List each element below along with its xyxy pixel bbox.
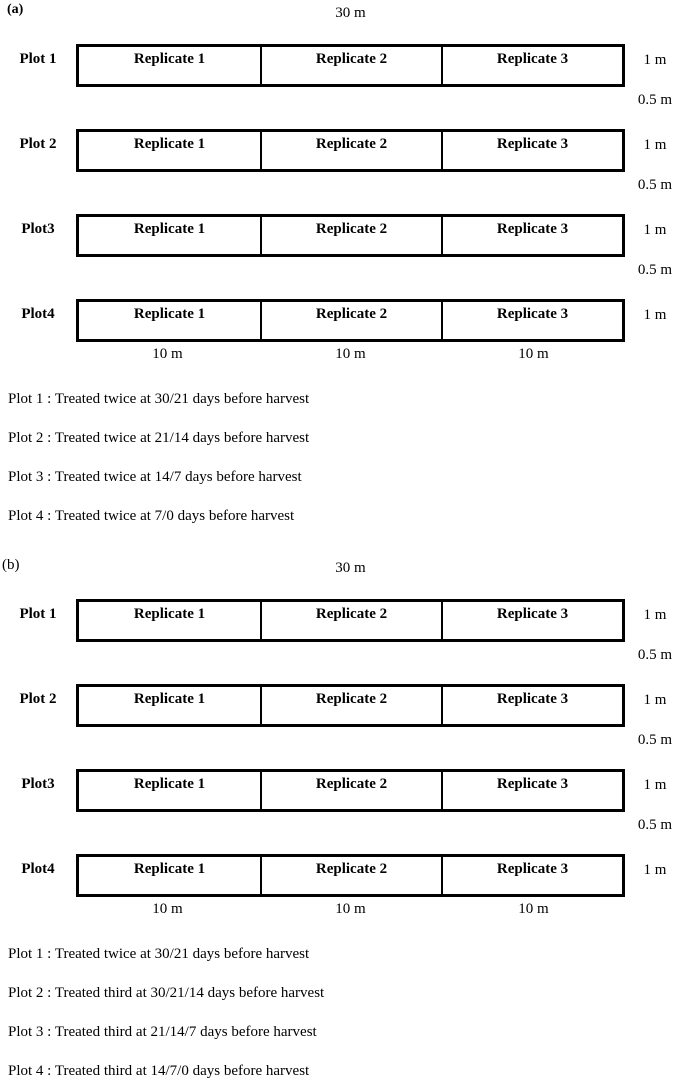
replicate-cell: Replicate 3 bbox=[441, 857, 622, 894]
replicate-cell: Replicate 3 bbox=[441, 217, 622, 254]
cell-width-label: 10 m bbox=[518, 901, 549, 917]
cell-width-labels: 10 m 10 m 10 m bbox=[0, 342, 685, 362]
row-height-label: 1 m bbox=[643, 222, 667, 238]
plot-label: Plot 2 bbox=[19, 691, 57, 707]
row-height-label: 1 m bbox=[643, 137, 667, 153]
row-height-label: 1 m bbox=[643, 862, 667, 878]
plot-row: Plot3 Replicate 1 Replicate 2 Replicate … bbox=[0, 214, 685, 257]
plot-row: Plot 2 Replicate 1 Replicate 2 Replicate… bbox=[0, 684, 685, 727]
plot-label: Plot 1 bbox=[19, 606, 57, 622]
cell-width-label: 10 m bbox=[152, 346, 183, 362]
legend-line: Plot 3 : Treated third at 21/14/7 days b… bbox=[8, 1024, 317, 1040]
replicate-cell: Replicate 1 bbox=[133, 691, 206, 707]
cell-width-label: 10 m bbox=[518, 346, 549, 362]
row-height-label: 1 m bbox=[643, 52, 667, 68]
replicate-cell: Replicate 3 bbox=[441, 47, 622, 84]
plot-box: Replicate 1 Replicate 2 Replicate 3 bbox=[76, 299, 625, 342]
plot-label: Plot4 bbox=[21, 861, 55, 877]
cell-width-label: 10 m bbox=[152, 901, 183, 917]
legend-line: Plot 3 : Treated twice at 14/7 days befo… bbox=[8, 469, 302, 485]
gap-height-label: 0.5 m bbox=[637, 817, 673, 833]
row-height-label: 1 m bbox=[643, 307, 667, 323]
replicate-cell: Replicate 3 bbox=[441, 772, 622, 809]
row-height-label: 1 m bbox=[643, 777, 667, 793]
replicate-cell: Replicate 3 bbox=[441, 687, 622, 724]
gap-height-label: 0.5 m bbox=[637, 177, 673, 193]
replicate-cell: Replicate 1 bbox=[133, 776, 206, 792]
legend-line: Plot 2 : Treated third at 30/21/14 days … bbox=[8, 985, 325, 1001]
panel-b-header: (b) 30 m bbox=[0, 555, 685, 599]
plot-box: Replicate 1 Replicate 2 Replicate 3 bbox=[76, 44, 625, 87]
replicate-cell: Replicate 2 bbox=[260, 132, 441, 169]
cell-width-labels: 10 m 10 m 10 m bbox=[0, 897, 685, 917]
row-gap: 0.5 m bbox=[0, 727, 685, 769]
plot-row: Plot3 Replicate 1 Replicate 2 Replicate … bbox=[0, 769, 685, 812]
cell-width-label: 10 m bbox=[335, 901, 366, 917]
replicate-cell: Replicate 1 bbox=[133, 861, 206, 877]
replicate-cell: Replicate 1 bbox=[133, 136, 206, 152]
replicate-cell: Replicate 3 bbox=[441, 302, 622, 339]
row-gap: 0.5 m bbox=[0, 812, 685, 854]
plot-row: Plot 2 Replicate 1 Replicate 2 Replicate… bbox=[0, 129, 685, 172]
gap-height-label: 0.5 m bbox=[637, 732, 673, 748]
replicate-cell: Replicate 2 bbox=[260, 602, 441, 639]
plot-row: Plot 1 Replicate 1 Replicate 2 Replicate… bbox=[0, 44, 685, 87]
cell-width-label: 10 m bbox=[335, 346, 366, 362]
replicate-cell: Replicate 2 bbox=[260, 687, 441, 724]
replicate-cell: Replicate 2 bbox=[260, 217, 441, 254]
replicate-cell: Replicate 2 bbox=[260, 302, 441, 339]
plot-box: Replicate 1 Replicate 2 Replicate 3 bbox=[76, 599, 625, 642]
gap-height-label: 0.5 m bbox=[637, 92, 673, 108]
plot-box: Replicate 1 Replicate 2 Replicate 3 bbox=[76, 129, 625, 172]
row-height-label: 1 m bbox=[643, 692, 667, 708]
legend-line: Plot 1 : Treated twice at 30/21 days bef… bbox=[8, 946, 310, 962]
plot-label: Plot 1 bbox=[19, 51, 57, 67]
replicate-cell: Replicate 2 bbox=[260, 857, 441, 894]
panel-a-legend: Plot 1 : Treated twice at 30/21 days bef… bbox=[8, 390, 685, 525]
top-width-label: 30 m bbox=[335, 5, 366, 21]
panel-label: (a) bbox=[7, 2, 24, 17]
plot-label: Plot3 bbox=[21, 776, 55, 792]
panel-b-legend: Plot 1 : Treated twice at 30/21 days bef… bbox=[8, 945, 685, 1080]
replicate-cell: Replicate 3 bbox=[441, 132, 622, 169]
panel-a: (a) 30 m Plot 1 Replicate 1 Replicate 2 … bbox=[0, 0, 685, 525]
legend-line: Plot 4 : Treated third at 14/7/0 days be… bbox=[8, 1063, 310, 1079]
top-width-label: 30 m bbox=[335, 560, 366, 576]
legend-line: Plot 2 : Treated twice at 21/14 days bef… bbox=[8, 430, 310, 446]
row-height-label: 1 m bbox=[643, 607, 667, 623]
plot-label: Plot3 bbox=[21, 221, 55, 237]
plot-label: Plot4 bbox=[21, 306, 55, 322]
plot-label: Plot 2 bbox=[19, 136, 57, 152]
legend-line: Plot 4 : Treated twice at 7/0 days befor… bbox=[8, 508, 295, 524]
replicate-cell: Replicate 1 bbox=[133, 221, 206, 237]
row-gap: 0.5 m bbox=[0, 87, 685, 129]
plot-box: Replicate 1 Replicate 2 Replicate 3 bbox=[76, 854, 625, 897]
panel-a-header: (a) 30 m bbox=[0, 0, 685, 44]
replicate-cell: Replicate 3 bbox=[441, 602, 622, 639]
row-gap: 0.5 m bbox=[0, 172, 685, 214]
plot-box: Replicate 1 Replicate 2 Replicate 3 bbox=[76, 769, 625, 812]
gap-height-label: 0.5 m bbox=[637, 647, 673, 663]
replicate-cell: Replicate 1 bbox=[133, 606, 206, 622]
row-gap: 0.5 m bbox=[0, 642, 685, 684]
replicate-cell: Replicate 1 bbox=[133, 51, 206, 67]
gap-height-label: 0.5 m bbox=[637, 262, 673, 278]
legend-line: Plot 1 : Treated twice at 30/21 days bef… bbox=[8, 391, 310, 407]
plot-box: Replicate 1 Replicate 2 Replicate 3 bbox=[76, 684, 625, 727]
row-gap: 0.5 m bbox=[0, 257, 685, 299]
panel-b: (b) 30 m Plot 1 Replicate 1 Replicate 2 … bbox=[0, 555, 685, 1080]
panel-label: (b) bbox=[2, 557, 20, 573]
replicate-cell: Replicate 1 bbox=[133, 306, 206, 322]
plot-box: Replicate 1 Replicate 2 Replicate 3 bbox=[76, 214, 625, 257]
plot-row: Plot4 Replicate 1 Replicate 2 Replicate … bbox=[0, 854, 685, 897]
replicate-cell: Replicate 2 bbox=[260, 47, 441, 84]
replicate-cell: Replicate 2 bbox=[260, 772, 441, 809]
plot-row: Plot4 Replicate 1 Replicate 2 Replicate … bbox=[0, 299, 685, 342]
plot-row: Plot 1 Replicate 1 Replicate 2 Replicate… bbox=[0, 599, 685, 642]
